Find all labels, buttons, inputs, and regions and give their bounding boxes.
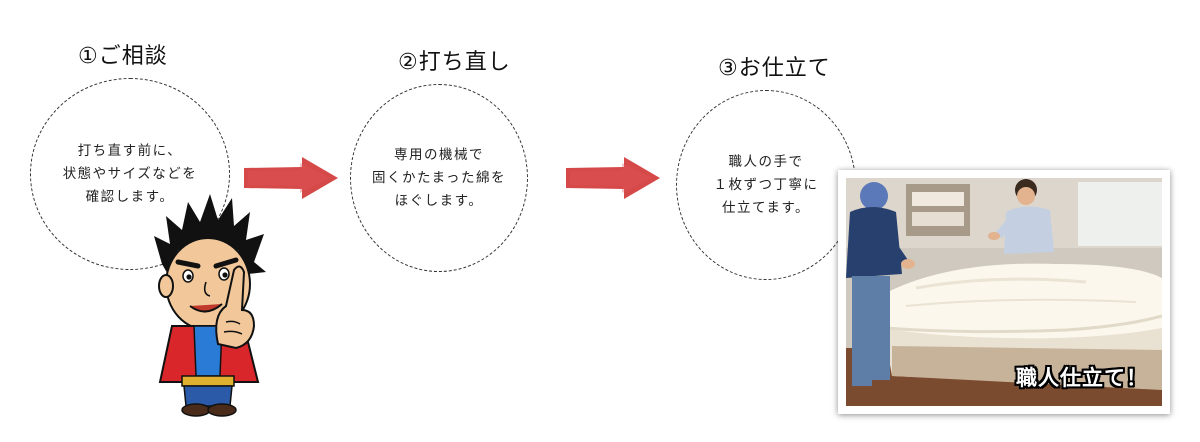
step-3-circle: 職人の手で １枚ずつ丁寧に 仕立てます。 [676,90,856,280]
step-2-line-2: 固くかたまった綿を [371,169,507,186]
craftsman-photo: 職人仕立て！ [838,170,1170,414]
step-1-title: ①ご相談 [78,44,168,69]
step-3-line-3: 仕立てます。 [722,199,810,216]
step-1-line-2: 状態やサイズなどを [62,165,198,182]
mascot-illustration [154,194,266,417]
step-2-line-1: 専用の機械で [394,146,484,163]
right-arrow-icon [566,157,660,199]
step-1-line-1: 打ち直す前に、 [77,142,183,159]
craftsman-photo-image [846,178,1162,406]
right-arrow-icon [244,157,338,199]
photo-caption: 職人仕立て！ [1016,366,1148,390]
step-1-circle: 打ち直す前に、 状態やサイズなどを 確認します。 [30,78,230,270]
step-3-line-2: １枚ずつ丁寧に [713,176,819,193]
step-1-line-3: 確認します。 [85,188,175,205]
step-2-title: ②打ち直し [398,50,511,75]
step-2-circle: 専用の機械で 固くかたまった綿を ほぐします。 [350,84,528,272]
step-3-line-1: 職人の手で [728,153,804,170]
step-3-title: ③お仕立て [718,56,831,81]
step-2-line-3: ほぐします。 [394,192,484,209]
